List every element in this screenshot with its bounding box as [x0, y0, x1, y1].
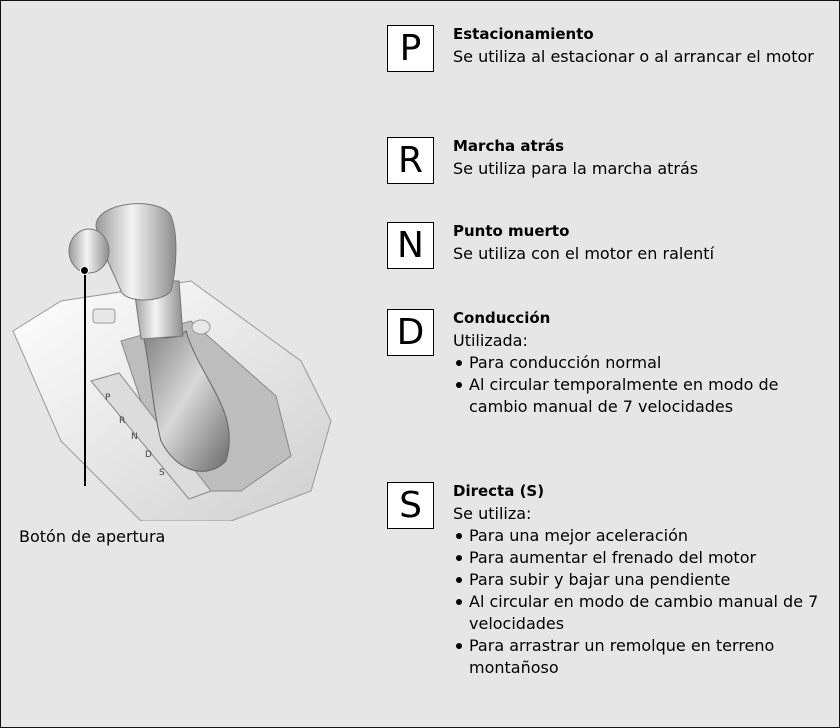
list-item: Para subir y bajar una pendiente: [453, 569, 833, 591]
list-item: Para conducción normal: [453, 352, 833, 374]
list-item: Para aumentar el frenado del motor: [453, 547, 833, 569]
list-item: Para arrastrar un remolque en terreno mo…: [453, 635, 829, 679]
gear-letter-box: N: [387, 222, 434, 269]
gate-letter: N: [131, 432, 138, 442]
gear-shifter-illustration: P R N D S: [12, 203, 332, 521]
list-item: Para una mejor aceleración: [453, 525, 833, 547]
gear-description: Se utiliza:: [453, 504, 532, 523]
gear-letter-box: S: [387, 482, 434, 529]
gear-description: Se utiliza con el motor en ralentí: [453, 244, 715, 263]
gear-title: Marcha atrás: [453, 137, 565, 155]
callout-dot: [80, 266, 89, 275]
gear-letter-box: D: [387, 309, 434, 356]
gear-description: Se utiliza para la marcha atrás: [453, 159, 699, 178]
callout-line: [84, 271, 86, 486]
gear-title: Conducción: [453, 309, 551, 327]
gate-letter: P: [105, 393, 111, 403]
release-button-label: Botón de apertura: [19, 527, 166, 546]
list-item: Al circular temporalmente en modo de cam…: [453, 374, 829, 418]
gear-title: Punto muerto: [453, 222, 570, 240]
gear-title: Directa (S): [453, 482, 545, 500]
gear-description: Se utiliza al estacionar o al arrancar e…: [453, 47, 814, 66]
gate-letter: D: [145, 450, 152, 460]
gate-letter: R: [119, 416, 125, 426]
gear-description: Utilizada:: [453, 331, 528, 350]
list-item: Al circular en modo de cambio manual de …: [453, 591, 839, 635]
gear-bullet-list: Para una mejor aceleración Para aumentar…: [453, 525, 833, 679]
gear-bullet-list: Para conducción normal Al circular tempo…: [453, 352, 833, 418]
gate-letter: S: [159, 468, 165, 478]
gear-letter-box: P: [387, 25, 434, 72]
gear-letter-box: R: [387, 137, 434, 184]
gear-title: Estacionamiento: [453, 25, 594, 43]
